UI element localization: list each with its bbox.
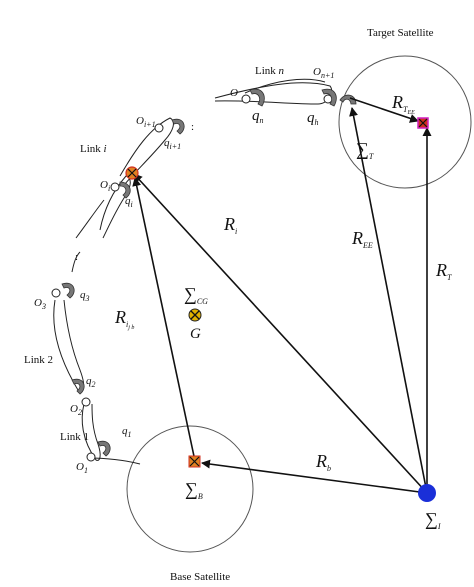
R-T-label: RT bbox=[435, 260, 452, 282]
actuators bbox=[61, 88, 357, 457]
R-EE-label: REE bbox=[351, 228, 373, 250]
vector-R-T-EE bbox=[349, 97, 419, 123]
joint-O-2 bbox=[81, 397, 91, 407]
vectors bbox=[132, 97, 432, 494]
base-satellite-body bbox=[126, 425, 254, 553]
joint-O-n1-label: On+1 bbox=[313, 66, 334, 80]
target-satellite-label: Target Satellite bbox=[367, 27, 434, 39]
inertial-origin-marker bbox=[418, 484, 436, 502]
R-b-label: Rb bbox=[315, 451, 331, 473]
q-2-label: q2 bbox=[86, 375, 96, 389]
G-label: G bbox=[190, 326, 201, 342]
joint-O-i-label: Oi bbox=[100, 179, 110, 193]
link-3-shape bbox=[53, 299, 85, 391]
ellipsis-colon-lower: : bbox=[75, 251, 78, 263]
link-2-shape bbox=[81, 403, 101, 461]
q-n-label: qn bbox=[252, 108, 264, 125]
link-i-plus-shape bbox=[119, 117, 174, 185]
q-h-label: qh bbox=[307, 110, 319, 127]
joint-O-label: O bbox=[230, 87, 238, 99]
joint-O-i bbox=[110, 182, 120, 192]
vector-R-i bbox=[133, 173, 428, 494]
actuator-q-h bbox=[321, 88, 337, 107]
joint-O-3-label: O3 bbox=[34, 297, 46, 311]
target-satellite-body bbox=[338, 55, 472, 189]
actuator-q-i1 bbox=[171, 118, 185, 135]
actuator-q-3 bbox=[61, 282, 75, 299]
link-i-label: Link i bbox=[80, 143, 107, 155]
ellipsis-colon-upper: : bbox=[191, 121, 194, 133]
text-labels: Target Satellite Base Satellite Link n L… bbox=[24, 27, 452, 583]
q-i-label: qi bbox=[125, 195, 133, 209]
link-i-lower-stub bbox=[71, 251, 81, 273]
vector-R-ijb bbox=[132, 177, 196, 462]
actuator-q-n bbox=[249, 88, 265, 107]
q-3-label: q3 bbox=[80, 289, 90, 303]
system-cg-cross bbox=[190, 310, 200, 320]
vector-R-b bbox=[201, 459, 428, 494]
R-T-EE-label: RTEE bbox=[391, 92, 415, 116]
manipulator-arm bbox=[53, 78, 333, 465]
actuator-q-i bbox=[119, 181, 131, 199]
joint-O-2-label: O2 bbox=[70, 403, 82, 417]
joint-O-1-label: O1 bbox=[76, 461, 88, 475]
link-n-label: Link n bbox=[255, 65, 285, 77]
actuator-q-h-base bbox=[339, 94, 357, 105]
markers bbox=[125, 117, 436, 502]
link-i-shape bbox=[99, 175, 131, 239]
base-satellite-label: Base Satellite bbox=[170, 571, 230, 583]
joint-O-i1 bbox=[154, 123, 164, 133]
joint-O bbox=[241, 94, 251, 104]
joint-O-3 bbox=[51, 288, 61, 298]
R-i-label: Ri bbox=[223, 214, 237, 236]
vector-R-EE bbox=[349, 107, 428, 494]
sigma-I-label: ∑I bbox=[425, 509, 441, 531]
joint-O-i1-label: Oi+1 bbox=[136, 115, 156, 129]
q-1-label: q1 bbox=[122, 425, 132, 439]
actuator-q-2 bbox=[71, 378, 85, 395]
sigma-T-label: ∑T bbox=[356, 139, 374, 161]
R-ijb-label: Rij b bbox=[114, 307, 134, 331]
sigma-B-label: ∑B bbox=[185, 479, 203, 501]
sigma-CG-label: ∑CG bbox=[184, 284, 208, 306]
q-i1-label: qi+1 bbox=[164, 137, 181, 151]
link-2-label: Link 2 bbox=[24, 354, 53, 366]
target-ee-cross bbox=[418, 118, 428, 128]
joint-O-1 bbox=[86, 452, 96, 462]
link-i-cg-cross bbox=[127, 168, 137, 178]
actuator-q-1 bbox=[97, 440, 111, 457]
link-1-label: Link 1 bbox=[60, 431, 89, 443]
base-cg-cross bbox=[189, 456, 200, 467]
link-gap-shape bbox=[75, 199, 105, 239]
